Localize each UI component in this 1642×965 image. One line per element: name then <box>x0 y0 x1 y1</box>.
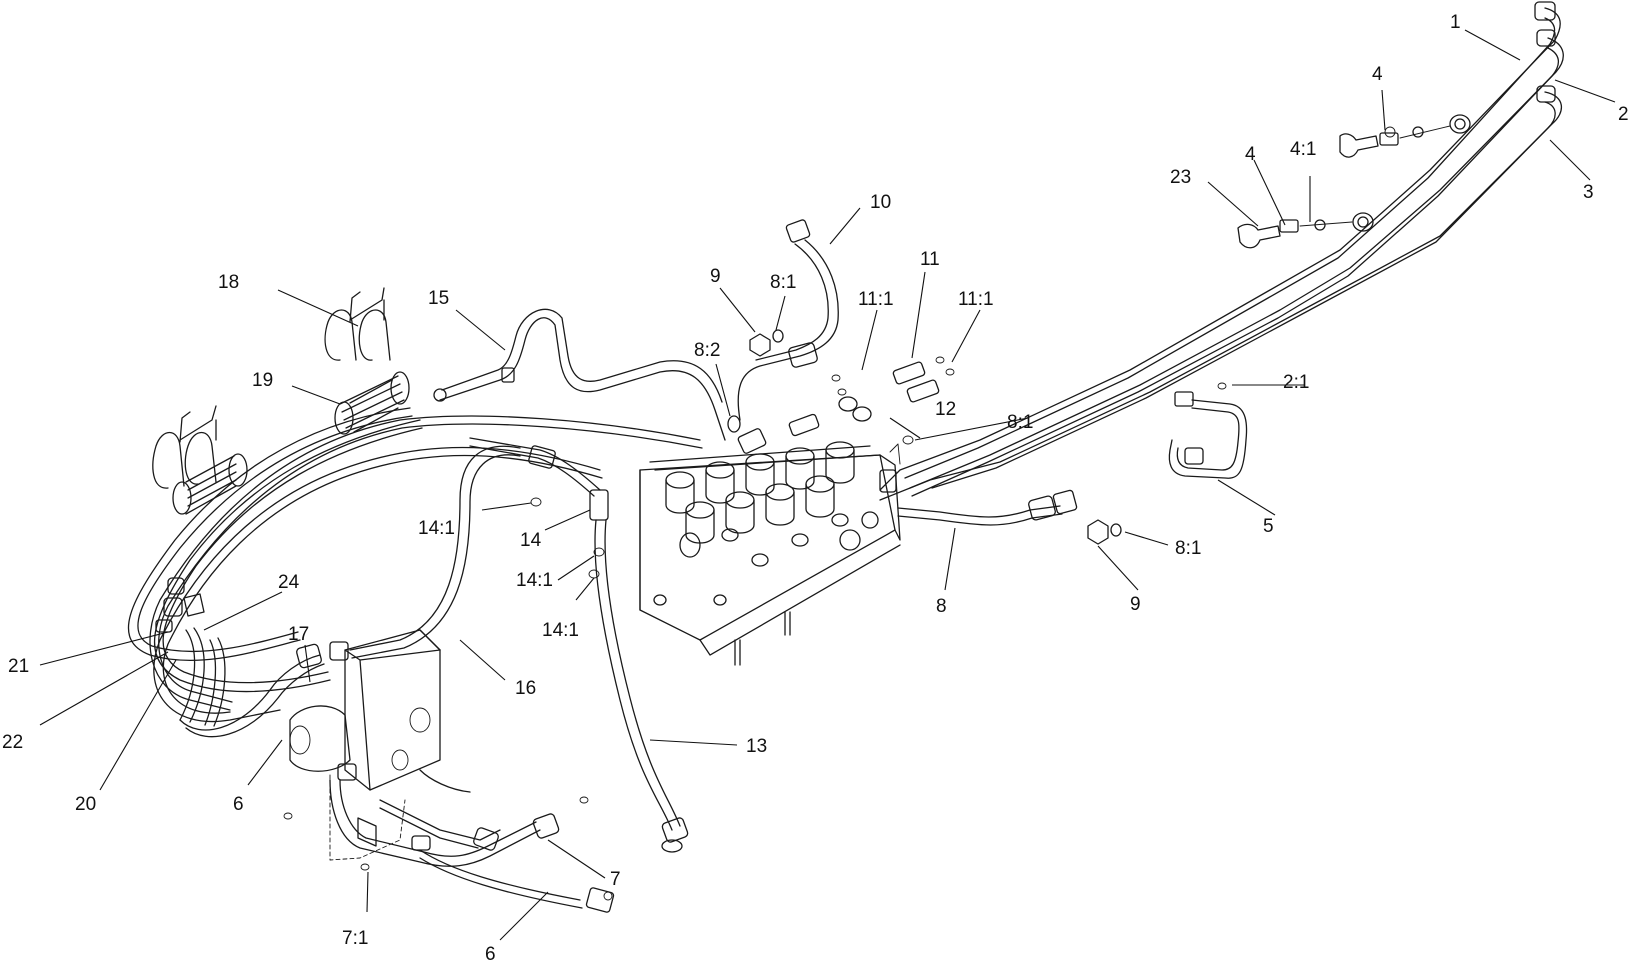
callout-5: 5 <box>1263 516 1274 537</box>
callout-labels: 1 2 3 4 4 4:1 23 10 9 8:1 8:2 11:1 11 11… <box>2 12 1629 965</box>
hose-14 <box>469 437 609 521</box>
callout-4-1: 4:1 <box>1290 139 1316 160</box>
clip-18-upper <box>324 287 391 361</box>
callout-18: 18 <box>218 272 239 293</box>
callout-8-1-right: 8:1 <box>1175 538 1201 559</box>
callout-8-1-upper: 8:1 <box>770 272 796 293</box>
callout-14: 14 <box>520 530 542 551</box>
callout-14-1-lower: 14:1 <box>542 620 579 641</box>
callout-9-upper: 9 <box>710 266 721 287</box>
spring-19-upper <box>334 371 410 435</box>
callout-14-1-upper: 14:1 <box>418 518 455 539</box>
callout-21: 21 <box>8 656 29 677</box>
clip-18-lower <box>152 405 217 489</box>
tube-10 <box>737 219 839 421</box>
callout-9-right: 9 <box>1130 594 1141 615</box>
lower-manifold <box>289 629 441 861</box>
orings-14-1 <box>530 497 605 579</box>
callout-13: 13 <box>746 736 767 757</box>
callout-2: 2 <box>1618 104 1629 125</box>
callout-12: 12 <box>935 399 956 420</box>
hose-13 <box>594 519 689 853</box>
callout-19: 19 <box>252 370 273 391</box>
callout-10: 10 <box>870 192 891 213</box>
hose-16 <box>349 445 521 659</box>
callout-14-1-mid: 14:1 <box>516 570 553 591</box>
callout-2-1: 2:1 <box>1283 372 1309 393</box>
fittings-11-12 <box>831 356 955 422</box>
leader-lines <box>39 29 1616 941</box>
callout-23: 23 <box>1170 167 1191 188</box>
hose-17 <box>179 643 325 738</box>
callout-4-lower: 4 <box>1245 144 1256 165</box>
callout-7: 7 <box>610 869 621 890</box>
callout-7-1: 7:1 <box>342 928 368 949</box>
callout-24: 24 <box>278 572 300 593</box>
callout-22: 22 <box>2 732 23 753</box>
callout-11-1-left: 11:1 <box>858 289 894 310</box>
tube-bundle-1-2-3 <box>879 1 1564 501</box>
callout-1: 1 <box>1450 12 1461 33</box>
callout-4: 4 <box>1372 64 1383 85</box>
tube-8 <box>897 489 1078 526</box>
line-art <box>127 1 1564 913</box>
callout-6-bottom: 6 <box>485 944 496 965</box>
callout-8: 8 <box>936 596 947 617</box>
callout-11-1-right: 11:1 <box>958 289 994 310</box>
test-port-upper <box>1339 125 1451 158</box>
fittings-left <box>155 577 226 727</box>
callout-8-2: 8:2 <box>694 340 720 361</box>
callout-17: 17 <box>288 624 309 645</box>
callout-15: 15 <box>428 288 449 309</box>
nuts-and-orings <box>727 126 1396 545</box>
main-valve-manifold <box>639 413 901 666</box>
callout-16: 16 <box>515 678 536 699</box>
tube-5 <box>1168 391 1248 479</box>
tube-15 <box>433 308 726 441</box>
hoses-6-7 <box>283 769 615 913</box>
test-port-lower <box>1237 219 1353 249</box>
callout-11: 11 <box>920 249 940 270</box>
spring-19-lower <box>172 453 248 515</box>
callout-6-left: 6 <box>233 794 244 815</box>
callout-3: 3 <box>1583 182 1594 203</box>
callout-8-1-mid: 8:1 <box>1007 412 1033 433</box>
callout-20: 20 <box>75 794 96 815</box>
hose-bundle-left <box>127 407 703 723</box>
